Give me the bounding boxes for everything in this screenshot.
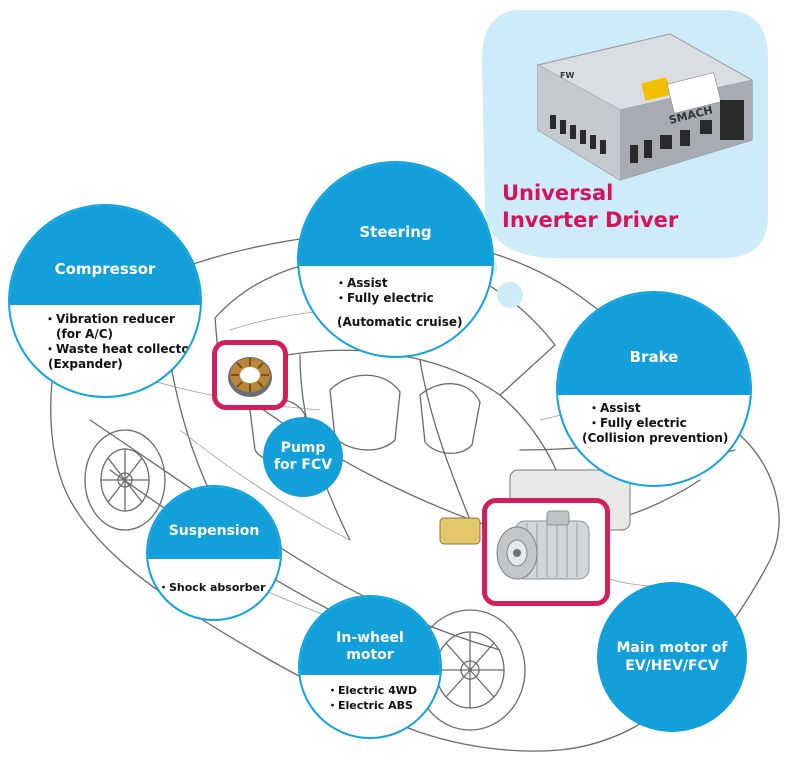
compressor-item: (for A/C) [56, 327, 114, 341]
compressor-item: (Expander) [48, 357, 123, 371]
steering-bubble: Steering ・Assist ・Fully electric (Automa… [297, 161, 494, 358]
compressor-item: ・Vibration reducer [44, 312, 175, 326]
brake-bubble: Brake ・Assist ・Fully electric (Collision… [556, 291, 752, 487]
inverter-panel-mark: FW [560, 71, 574, 80]
steering-item: ・Fully electric [335, 291, 434, 305]
main-motor-line2: EV/HEV/FCV [625, 658, 719, 674]
motor-frame [482, 498, 610, 606]
inwheel-title-line1: In-wheel [336, 630, 404, 646]
suspension-title: Suspension [148, 487, 280, 559]
compressor-title: Compressor [10, 206, 200, 305]
brake-item: (Collision prevention) [582, 431, 729, 445]
inverter-title-line1: Universal [502, 181, 614, 205]
brake-item: ・Fully electric [588, 416, 687, 430]
motor-icon [496, 510, 590, 580]
pump-label-line1: Pump [280, 440, 326, 456]
brake-title: Brake [558, 293, 750, 395]
main-motor-circle: Main motor of EV/HEV/FCV [597, 582, 747, 732]
steering-title: Steering [299, 163, 492, 266]
inwheel-item: ・Electric ABS [327, 699, 413, 712]
steering-item: ・Assist [335, 276, 388, 290]
brake-item: ・Assist [588, 401, 641, 415]
inwheel-motor-bubble: In-wheel motor ・Electric 4WD ・Electric A… [298, 595, 442, 739]
inwheel-motor-title: In-wheel motor [300, 597, 440, 675]
suspension-bubble: Suspension ・Shock absorber [146, 485, 282, 621]
pump-label-line2: for FCV [273, 457, 333, 473]
compressor-bubble: Compressor ・Vibration reducer (for A/C) … [8, 204, 202, 398]
steering-item: (Automatic cruise) [337, 315, 463, 329]
inwheel-title-line2: motor [346, 647, 394, 663]
compressor-item: ・Waste heat collector [44, 342, 196, 356]
inverter-title: Universal Inverter Driver [502, 180, 678, 234]
pump-for-fcv-circle: Pump for FCV [263, 417, 343, 497]
main-motor-line1: Main motor of [616, 640, 728, 656]
inverter-device-icon: SMACH FW [536, 33, 754, 181]
inwheel-item: ・Electric 4WD [327, 684, 417, 697]
suspension-item: ・Shock absorber [158, 581, 266, 594]
inverter-title-line2: Inverter Driver [502, 208, 679, 232]
stator-icon [228, 357, 272, 397]
stator-frame [212, 340, 288, 410]
